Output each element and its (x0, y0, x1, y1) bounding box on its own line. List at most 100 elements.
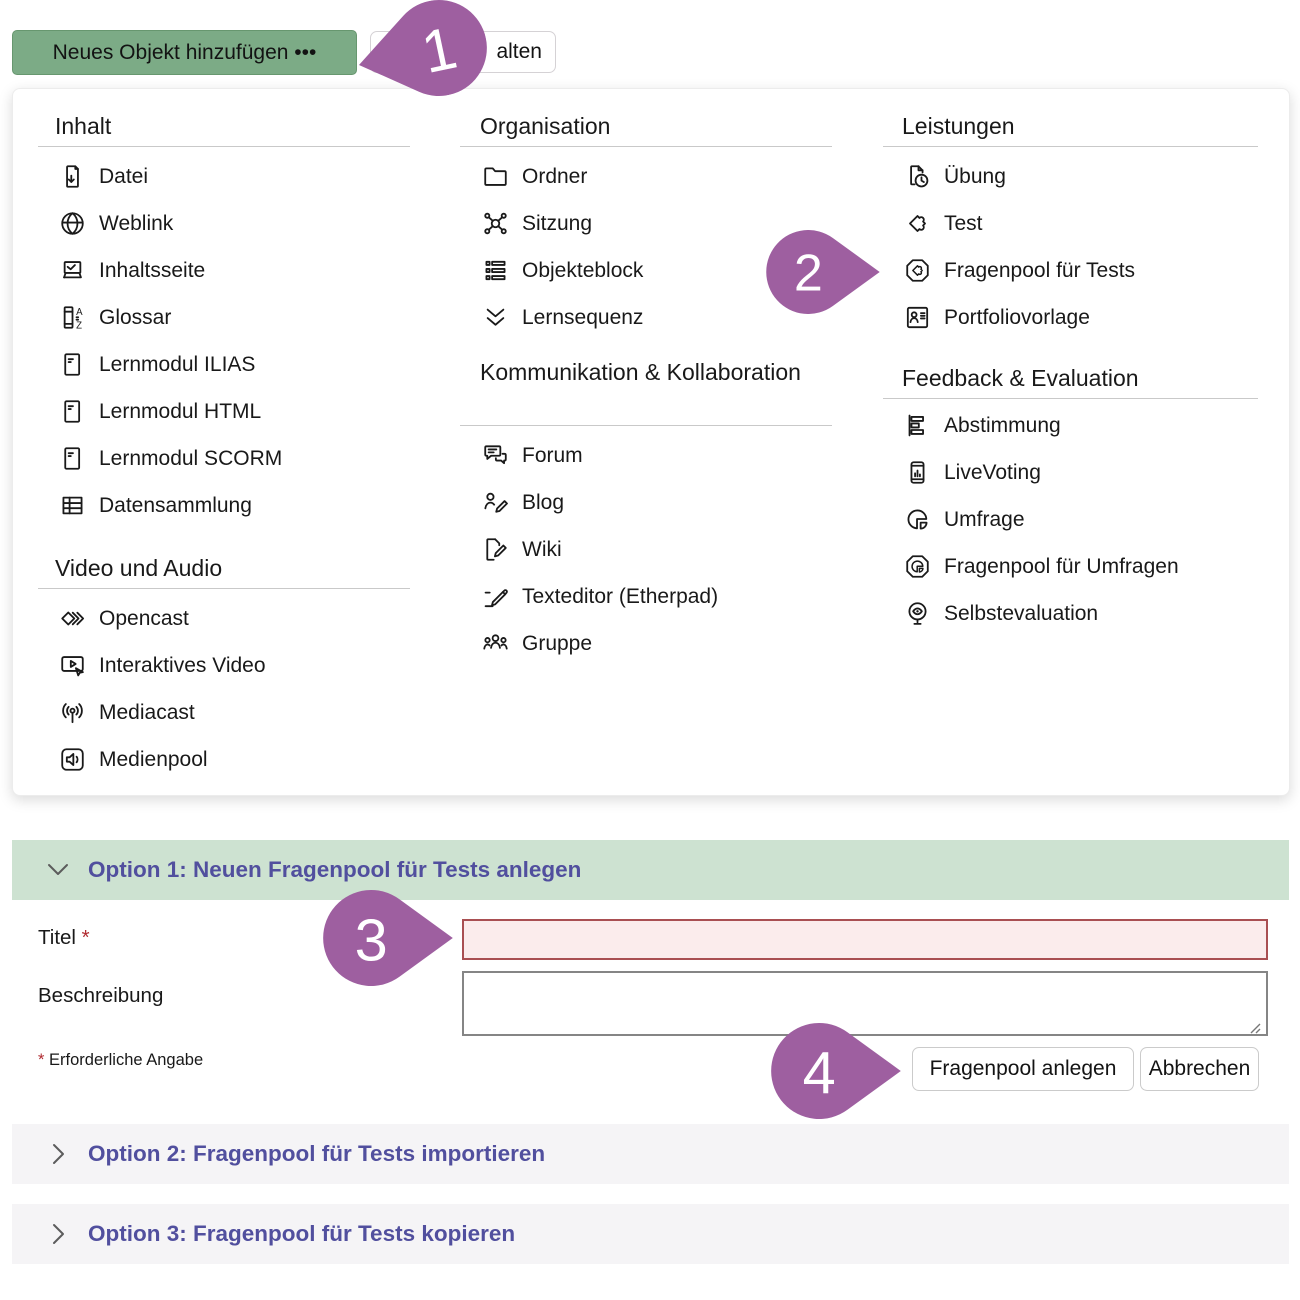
accordion-option1-label: Option 1: Neuen Fragenpool für Tests anl… (88, 857, 582, 882)
menu-item-wiki[interactable]: Wiki (460, 526, 832, 573)
menu-item-fragenpool-tests[interactable]: Fragenpool für Tests (883, 247, 1258, 294)
required-note: * Erforderliche Angabe (38, 1051, 204, 1069)
menu-item-sitzung[interactable]: Sitzung (460, 200, 832, 247)
required-asterisk: * (81, 926, 90, 949)
menu-item-weblink[interactable]: Weblink (38, 200, 410, 247)
menu-item-lernmodul-scorm[interactable]: Lernmodul SCORM (38, 435, 410, 482)
menu-item-uebung[interactable]: Übung (883, 153, 1258, 200)
menu-item-mediacast[interactable]: Mediacast (38, 689, 410, 736)
menu-item-label: LiveVoting (944, 460, 1041, 484)
menu-item-label: Forum (522, 443, 583, 467)
chevron-right-icon (43, 1219, 73, 1249)
cancel-button[interactable]: Abbrechen (1140, 1047, 1259, 1091)
person-pencil-icon (480, 488, 510, 518)
network-icon (480, 209, 510, 239)
menu-item-interaktives-video[interactable]: Interaktives Video (38, 642, 410, 689)
callout-4: 4 (771, 1023, 901, 1119)
menu-item-livevoting[interactable]: LiveVoting (883, 449, 1258, 496)
menu-item-label: Lernsequenz (522, 305, 644, 329)
accordion-option3-label: Option 3: Fragenpool für Tests kopieren (88, 1221, 516, 1246)
menu-item-datensammlung[interactable]: Datensammlung (38, 482, 410, 529)
menu-item-test[interactable]: Test (883, 200, 1258, 247)
menu-item-label: Fragenpool für Umfragen (944, 554, 1179, 578)
add-new-object-button[interactable]: Neues Objekt hinzufügen ••• (12, 30, 357, 75)
menu-section-organisation: Organisation Ordner Sitzung Objekteblock… (460, 106, 832, 341)
create-question-pool-button[interactable]: Fragenpool anlegen (912, 1047, 1134, 1091)
section-title: Feedback & Evaluation (883, 358, 1258, 399)
menu-item-label: Glossar (99, 305, 172, 329)
menu-item-objekteblock[interactable]: Objekteblock (460, 247, 832, 294)
menu-item-texteditor[interactable]: Texteditor (Etherpad) (460, 573, 832, 620)
opencast-icon (57, 604, 87, 634)
menu-item-gruppe[interactable]: Gruppe (460, 620, 832, 667)
menu-item-label: Lernmodul SCORM (99, 446, 283, 470)
puzzle-icon (902, 209, 932, 239)
menu-item-label: Umfrage (944, 507, 1025, 531)
file-icon (57, 162, 87, 192)
menu-item-ordner[interactable]: Ordner (460, 153, 832, 200)
add-object-menu-panel (12, 88, 1290, 796)
id-card-icon (902, 303, 932, 333)
accordion-option2-header[interactable]: Option 2: Fragenpool für Tests importier… (12, 1124, 1289, 1184)
interactive-video-icon (57, 651, 87, 681)
menu-item-label: Lernmodul HTML (99, 399, 262, 423)
svg-text:A: A (76, 307, 83, 318)
data-table-icon (57, 491, 87, 521)
folder-icon (480, 162, 510, 192)
chevron-down-icon (43, 855, 73, 885)
puzzle-octagon-icon (902, 256, 932, 286)
menu-item-label: Lernmodul ILIAS (99, 352, 256, 376)
menu-item-portfoliovorlage[interactable]: Portfoliovorlage (883, 294, 1258, 341)
menu-item-lernmodul-html[interactable]: Lernmodul HTML (38, 388, 410, 435)
menu-item-umfrage[interactable]: Umfrage (883, 496, 1258, 543)
learning-module-icon (57, 397, 87, 427)
menu-item-label: Gruppe (522, 631, 593, 655)
svg-text:4: 4 (803, 1039, 836, 1106)
callout-3: 3 (323, 890, 453, 986)
menu-item-medienpool[interactable]: Medienpool (38, 736, 410, 783)
menu-section-leistungen: Leistungen Übung Test Fragenpool für Tes… (883, 106, 1258, 341)
menu-item-inhaltsseite[interactable]: Inhaltsseite (38, 247, 410, 294)
partially-hidden-toolbar-button[interactable]: alten (370, 31, 556, 73)
menu-item-selbstevaluation[interactable]: Selbstevaluation (883, 590, 1258, 637)
menu-item-fragenpool-umfragen[interactable]: Fragenpool für Umfragen (883, 543, 1258, 590)
mirror-eye-icon (902, 599, 932, 629)
section-title: Inhalt (38, 106, 410, 147)
title-input[interactable] (462, 919, 1268, 960)
menu-item-label: Ordner (522, 164, 588, 188)
menu-item-label: Übung (944, 164, 1006, 188)
menu-item-opencast[interactable]: Opencast (38, 595, 410, 642)
section-title: Kommunikation & Kollabo­ration (460, 354, 832, 426)
globe-icon (57, 209, 87, 239)
people-group-icon (480, 629, 510, 659)
description-textarea[interactable] (462, 971, 1268, 1036)
menu-item-abstimmung[interactable]: Abstimmung (883, 402, 1258, 449)
menu-item-datei[interactable]: Datei (38, 153, 410, 200)
menu-item-lernmodul-ilias[interactable]: Lernmodul ILIAS (38, 341, 410, 388)
menu-item-blog[interactable]: Blog (460, 479, 832, 526)
menu-item-label: Wiki (522, 537, 562, 561)
page-pencil-icon (480, 535, 510, 565)
bar-chart-icon (902, 411, 932, 441)
required-asterisk: * (38, 1051, 45, 1069)
double-chevron-down-icon (480, 303, 510, 333)
svg-text:3: 3 (355, 906, 388, 973)
section-title: Video und Audio (38, 548, 410, 589)
menu-item-label: Portfoliovorlage (944, 305, 1090, 329)
menu-item-lernsequenz[interactable]: Lernsequenz (460, 294, 832, 341)
menu-item-label: Inhaltsseite (99, 258, 206, 282)
section-title: Leistungen (883, 106, 1258, 147)
menu-item-label: Texteditor (Etherpad) (522, 584, 719, 608)
menu-item-label: Test (944, 211, 983, 235)
content-page-icon (57, 256, 87, 286)
accordion-option1-header[interactable]: Option 1: Neuen Fragenpool für Tests anl… (12, 840, 1289, 900)
menu-item-label: Datei (99, 164, 149, 188)
menu-item-label: Opencast (99, 606, 189, 630)
list-blocks-icon (480, 256, 510, 286)
accordion-option3-header[interactable]: Option 3: Fragenpool für Tests kopieren (12, 1204, 1289, 1264)
menu-item-label: Interaktives Video (99, 653, 266, 677)
menu-item-forum[interactable]: Forum (460, 432, 832, 479)
